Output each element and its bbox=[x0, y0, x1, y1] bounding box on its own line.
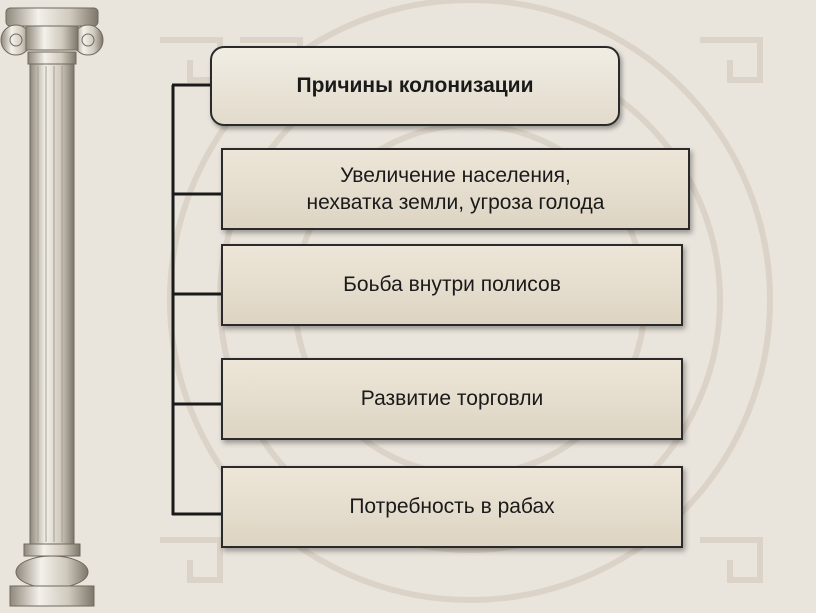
cause-slaves: Потребность в рабах bbox=[221, 466, 683, 548]
ionic-column-icon bbox=[0, 7, 104, 607]
cause-trade: Развитие торговли bbox=[221, 358, 683, 440]
diagram-title: Причины колонизации bbox=[210, 46, 620, 126]
cause-polis-struggle: Боьба внутри полисов bbox=[221, 244, 683, 326]
cause-population: Увеличение населения, нехватка земли, уг… bbox=[221, 148, 690, 230]
